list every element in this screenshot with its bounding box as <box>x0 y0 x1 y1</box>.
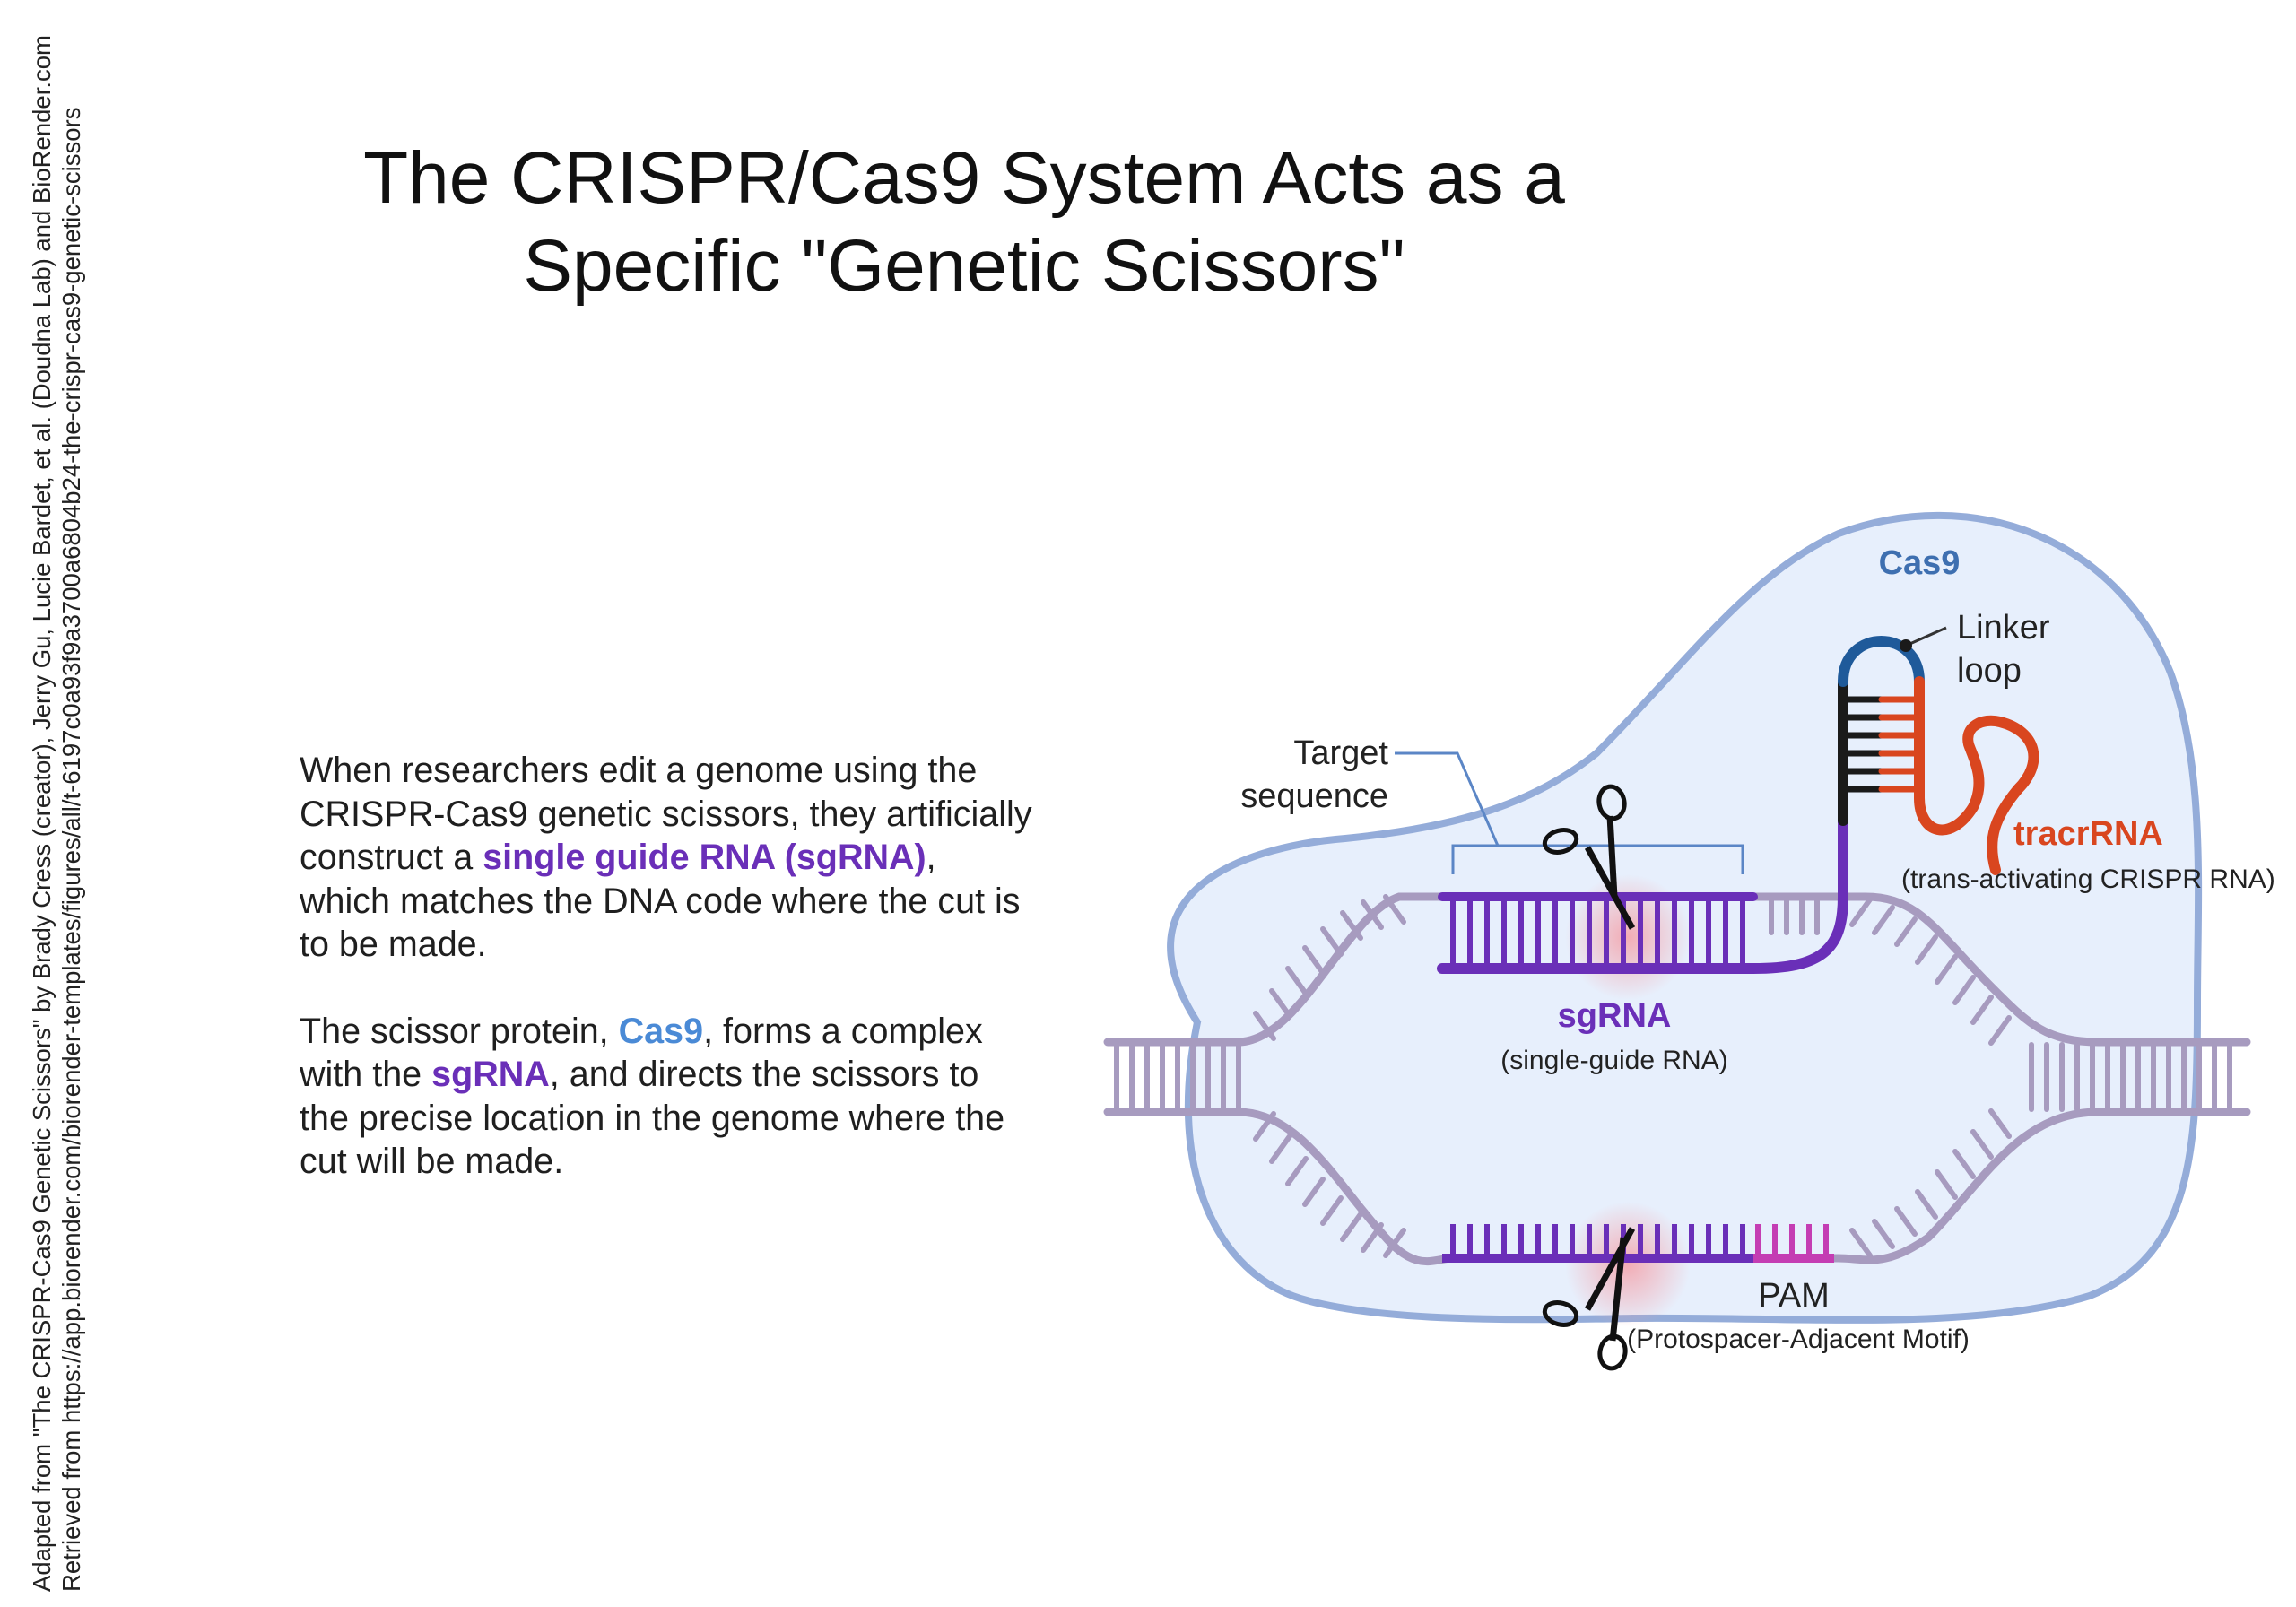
dna-rung <box>1872 1219 1895 1249</box>
dna-rung <box>1285 1156 1309 1186</box>
stem-loop <box>1838 636 2039 875</box>
target-dna-strand <box>1442 1224 1834 1263</box>
dna-rung <box>1952 1149 1976 1179</box>
dna-rung <box>1340 1212 1363 1242</box>
dna-rung <box>1849 897 1873 927</box>
cas9-label: Cas9 <box>1879 544 1961 582</box>
tracrrna-sublabel: (trans-activating CRISPR RNA) <box>1901 864 2275 894</box>
bottom-cut-glow <box>1565 1202 1691 1327</box>
linker-label-line-2: loop <box>1957 652 2022 690</box>
dna-rung <box>1935 954 1958 985</box>
sgrna-highlight-2: sgRNA <box>431 1055 550 1094</box>
paragraph-2-text-middle: , forms a complex with the <box>300 1011 983 1095</box>
linker-label-line-1: Linker <box>1957 609 2050 647</box>
dna-rung <box>1302 1177 1326 1207</box>
dna-bottom-strand <box>1103 1108 2251 1265</box>
dna-rung <box>1970 995 1994 1025</box>
dna-rung <box>1915 934 1938 965</box>
paragraph-1-text: When researchers edit a genome using the… <box>300 751 1032 877</box>
dna-rung <box>1894 916 1918 947</box>
pam-sublabel: (Protospacer-Adjacent Motif) <box>1627 1325 1970 1354</box>
paragraph-1-text-end: , which matches the DNA code where the c… <box>300 838 1021 964</box>
dna-rung <box>1285 966 1309 996</box>
pam-label: PAM <box>1758 1277 1830 1315</box>
dna-rung <box>1320 1195 1344 1226</box>
dna-rung <box>1988 1015 2012 1046</box>
dna-rung <box>1269 1134 1292 1164</box>
tracrrna-label: tracrRNA <box>2013 815 2163 853</box>
cas9-highlight: Cas9 <box>618 1011 704 1051</box>
dna-rung <box>1935 1169 1958 1200</box>
bottom-scissors-icon <box>1542 1227 1636 1371</box>
target-label-line-2: sequence <box>1240 777 1388 815</box>
description: When researchers edit a genome using the… <box>300 749 1035 1184</box>
linker-callout <box>1900 626 1947 652</box>
dna-rung <box>1970 1129 1994 1160</box>
target-bracket <box>1395 751 1744 874</box>
paragraph-2-text: The scissor protein, <box>300 1011 619 1051</box>
dna-top-strand <box>1103 892 2251 1047</box>
dna-rung <box>1988 1108 2012 1139</box>
paragraph-2-text-end: , and directs the scissors to the precis… <box>300 1055 1005 1181</box>
dna-rung <box>1952 975 1976 1005</box>
dna-rung <box>1872 905 1895 935</box>
sgrna-label: sgRNA <box>1558 997 1672 1035</box>
dna-rung <box>1915 1189 1938 1220</box>
sgrna-highlight: single guide RNA (sgRNA) <box>483 838 926 877</box>
sgrna-sublabel: (single-guide RNA) <box>1500 1046 1727 1075</box>
top-scissors-icon <box>1542 784 1636 930</box>
target-label-line-1: Target <box>1293 734 1388 772</box>
page-title: The CRISPR/Cas9 System Acts as a Specifi… <box>305 135 1623 310</box>
tracrrna-strand <box>1914 676 2039 875</box>
linker-loop <box>1838 636 1925 687</box>
dna-rung <box>1302 945 1326 976</box>
dna-double-helix <box>1103 892 2251 1265</box>
title-line-1: The CRISPR/Cas9 System Acts as a <box>363 137 1565 219</box>
paragraph-sgrna: When researchers edit a genome using the… <box>300 749 1035 967</box>
title-line-2: Specific "Genetic Scissors" <box>523 225 1405 307</box>
dna-rung <box>1849 1228 1873 1258</box>
paragraph-cas9: The scissor protein, Cas9, forms a compl… <box>300 1010 1035 1184</box>
sgrna-strand <box>1437 811 1848 974</box>
dna-rung <box>1894 1206 1918 1237</box>
